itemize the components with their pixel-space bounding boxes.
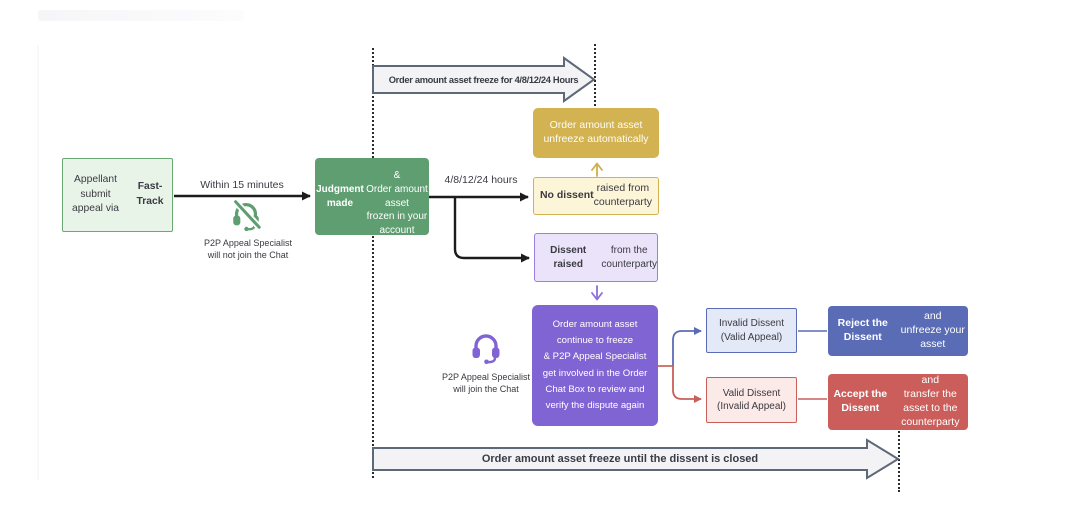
page-edge-line bbox=[37, 45, 39, 480]
connector-dissent-to-continue bbox=[591, 285, 603, 301]
headset-muted-icon bbox=[233, 199, 262, 232]
connector-split-to-valid bbox=[672, 366, 702, 403]
dotted-guide-left bbox=[372, 48, 374, 478]
invalid-dissent-box: Invalid Dissent(Valid Appeal) bbox=[706, 308, 797, 353]
dotted-guide-bottom-right bbox=[898, 424, 900, 492]
dotted-guide-top-right bbox=[594, 44, 596, 106]
connector-split-to-invalid bbox=[672, 327, 702, 366]
headset-icon bbox=[472, 334, 500, 365]
top-freeze-banner-label: Order amount asset freeze for 4/8/12/24 … bbox=[388, 74, 579, 85]
bottom-freeze-banner-label: Order amount asset freeze until the diss… bbox=[481, 453, 759, 465]
window-artifact-band bbox=[38, 10, 244, 21]
within-15-minutes-label: Within 15 minutes bbox=[200, 179, 284, 191]
hours-label: 4/8/12/24 hours bbox=[444, 174, 518, 186]
connector-nodissent-to-unfreeze bbox=[591, 162, 603, 177]
connector-judgment-to-dissent bbox=[453, 197, 530, 263]
valid-dissent-box: Valid Dissent(Invalid Appeal) bbox=[706, 377, 797, 423]
